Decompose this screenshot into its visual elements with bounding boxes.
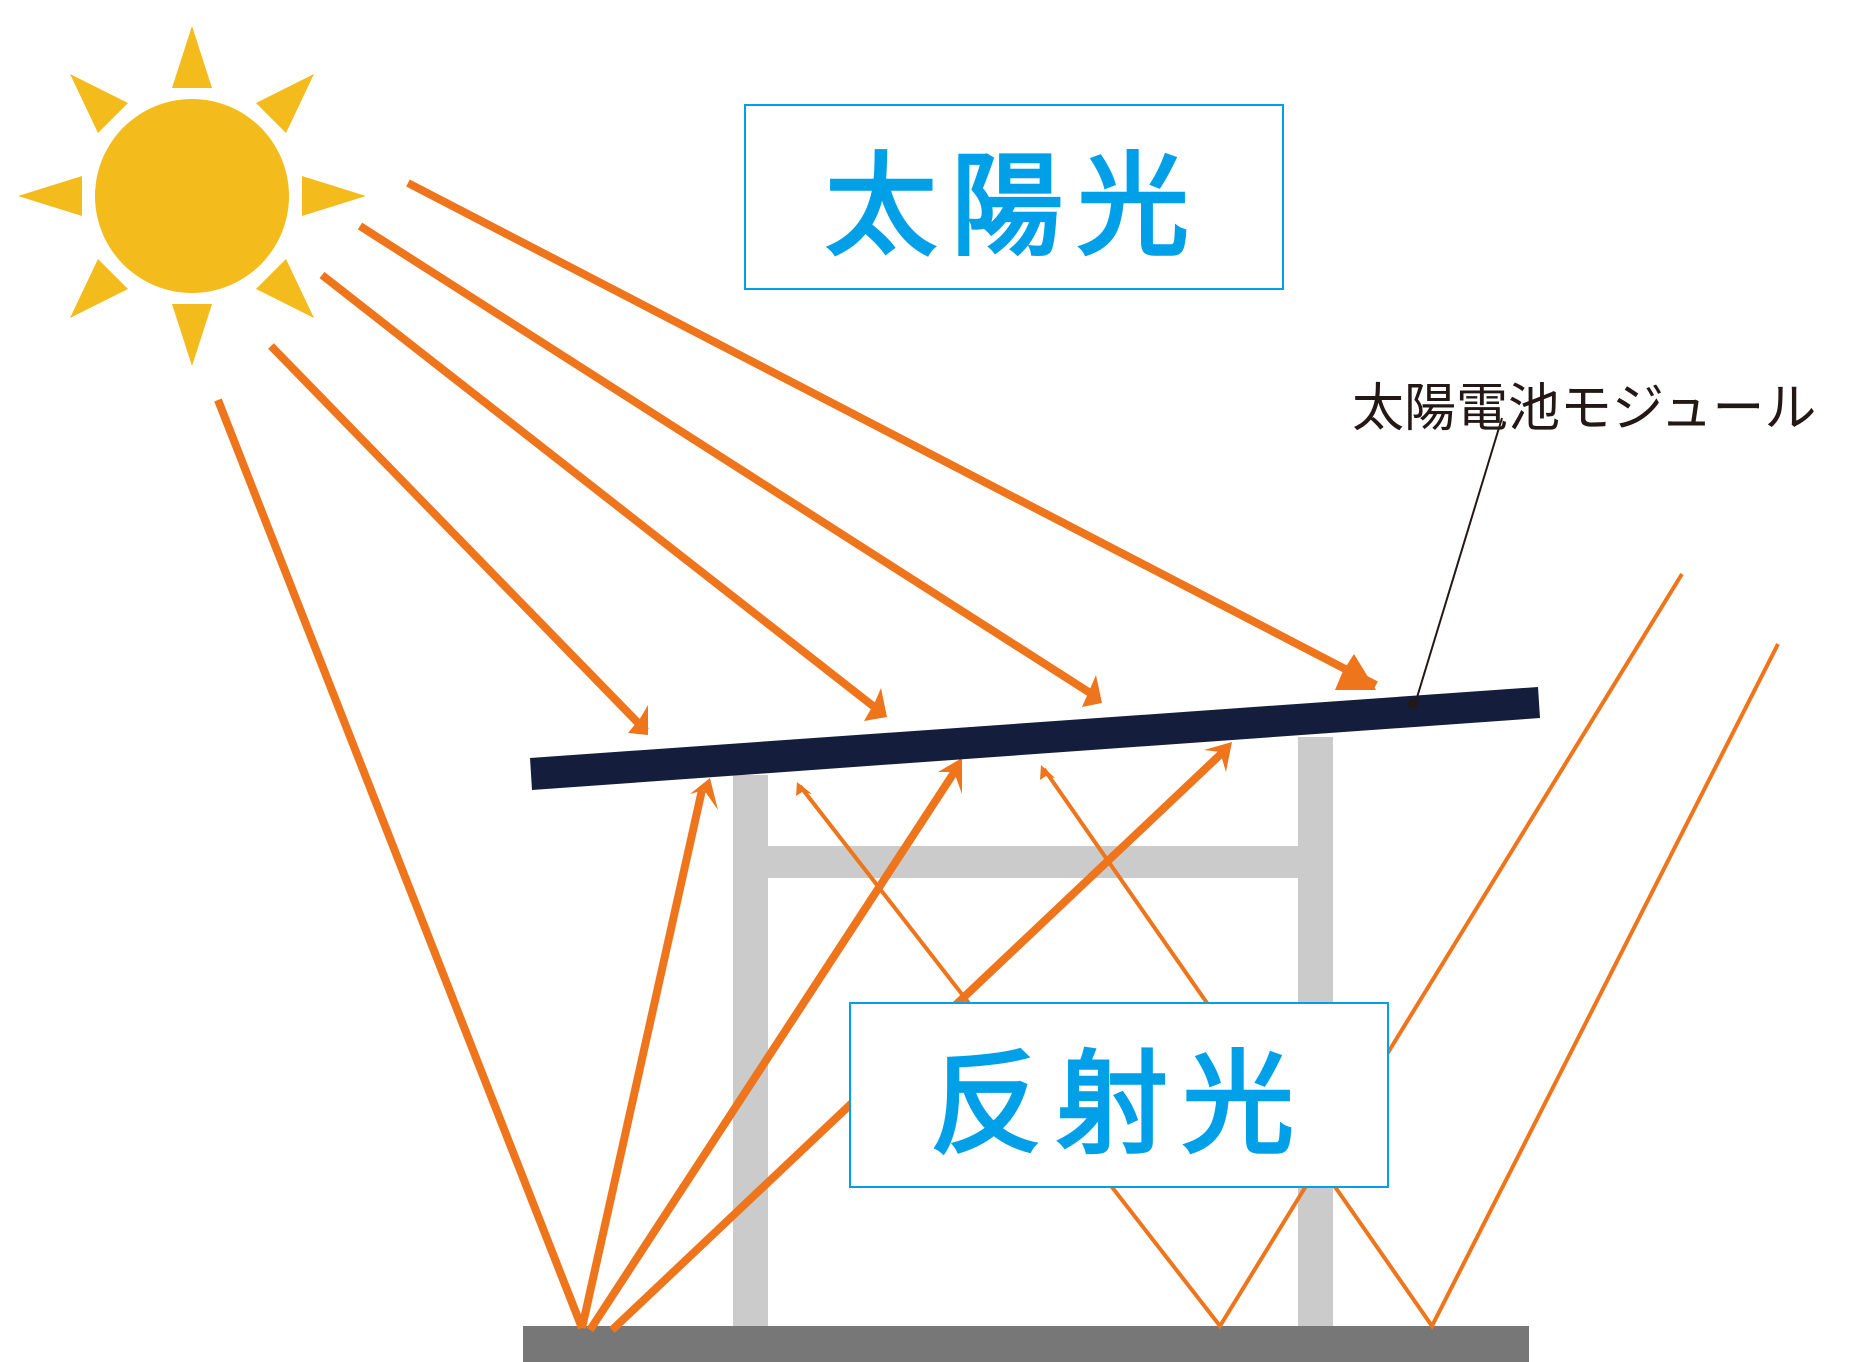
module-leader-line [1414,417,1503,705]
incident-rays [214,179,1378,1330]
sun-ray-right [302,176,366,216]
arrowhead [1204,742,1232,772]
incident-ray-2 [357,222,1101,702]
incident-ray-1 [406,179,1378,689]
module-leader-dot [1408,699,1418,709]
sun-ray-bottom-left [70,259,128,318]
solar-module-label: 太陽電池モジュール [1352,379,1817,439]
solar-panel [530,687,1540,790]
sun-ray-left [18,176,82,216]
reflected-ray-2 [586,765,961,1333]
arrowhead [1082,675,1102,707]
arrowhead [864,688,887,721]
incident-ray-4 [268,343,649,734]
arrowhead [690,778,718,810]
arrowhead [1040,765,1055,780]
reflected-arrowheads [690,742,1232,810]
frame-left-post [733,775,768,1330]
sunlight-label-box: 太陽光 [744,104,1284,290]
arrowhead [938,758,962,794]
incident-ray-3 [319,271,885,717]
reflected-light-label-box: 反射光 [849,1002,1389,1188]
thin-ray-2 [1042,643,1780,1330]
reflected-rays-thin [798,572,1780,1330]
sunlight-label: 太陽光 [825,142,1203,272]
arrowhead [796,782,812,796]
sun-disc [95,99,289,293]
frame-crossbar [768,846,1298,878]
ground [523,1326,1529,1362]
thin-arrowheads [796,765,1055,796]
arrowhead [628,705,648,735]
reflected-ray-1 [578,789,706,1329]
incident-arrowheads [628,654,1376,735]
reflected-light-label: 反射光 [930,1040,1308,1170]
sun-ray-top [172,26,212,88]
thin-ray-1 [798,572,1684,1330]
sun-ray-bottom [172,304,212,366]
arrowhead [1335,654,1376,690]
sun-ray-top-left [70,74,128,133]
sun-ray-top-right [256,74,314,133]
incident-ray-5 [214,398,586,1330]
sun-ray-bottom-right [256,259,314,318]
sun-icon [18,26,366,366]
